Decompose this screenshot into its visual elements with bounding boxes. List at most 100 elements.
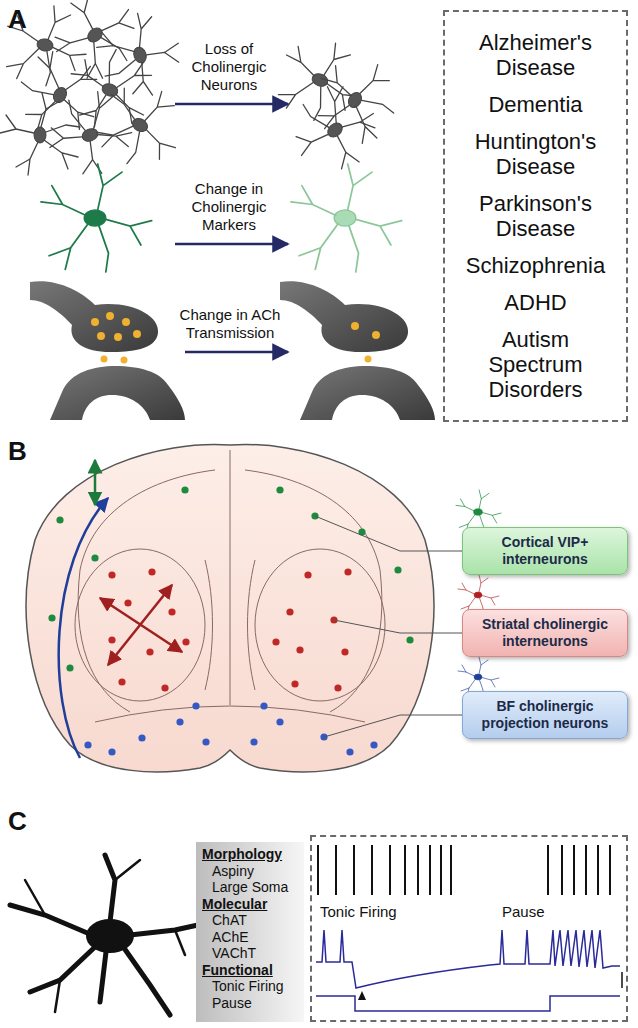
spike-raster xyxy=(389,845,391,895)
cell-dot xyxy=(108,571,115,578)
cholinergic-neuron xyxy=(25,880,45,915)
voltage-trace xyxy=(316,930,620,1011)
cell-dot xyxy=(56,516,63,523)
cell-dot xyxy=(192,702,199,709)
brain-section xyxy=(205,560,213,690)
faded-marker-neuron xyxy=(291,164,402,272)
property-heading: Morphology xyxy=(202,846,298,863)
disease-name: Huntington's Disease xyxy=(453,129,618,180)
property-box: MorphologyAspinyLarge SomaMolecularChATA… xyxy=(196,842,304,1022)
trace-label: Tonic Firing xyxy=(320,903,397,920)
cell-dot xyxy=(91,554,98,561)
property-item: Aspiny xyxy=(202,863,298,880)
property-item: Pause xyxy=(202,995,298,1012)
disease-name: Autism Spectrum Disorders xyxy=(453,327,618,403)
synapse xyxy=(91,312,141,364)
cell-dot xyxy=(108,636,115,643)
process-arrow xyxy=(185,351,288,354)
synapse xyxy=(30,281,158,352)
reduced-neuron-cluster xyxy=(269,29,373,132)
cell-dot xyxy=(260,702,267,709)
cell-dot xyxy=(334,684,341,691)
cell-dot xyxy=(341,648,348,655)
disease-name: Dementia xyxy=(488,92,582,117)
synapse xyxy=(30,281,185,420)
property-item: Tonic Firing xyxy=(202,978,298,995)
spike-raster xyxy=(585,845,587,895)
projection-arrow xyxy=(94,460,97,505)
arrow-label: Change in ACh Transmission xyxy=(168,306,292,342)
cholinergic-neuron xyxy=(25,860,185,1012)
spike-raster xyxy=(573,845,575,895)
reduced-synapse xyxy=(351,322,380,363)
cell-type-name: Cortical VIP+ interneurons xyxy=(471,534,619,568)
neuron-cluster xyxy=(39,0,153,91)
cholinergic-neuron xyxy=(86,919,134,953)
cell-dot xyxy=(394,566,401,573)
brain-section xyxy=(78,470,215,712)
synapse xyxy=(97,332,105,340)
marker-neuron xyxy=(41,164,152,272)
cell-type-box: Cortical VIP+ interneurons xyxy=(462,527,628,575)
property-item: Large Soma xyxy=(202,879,298,896)
brain-section xyxy=(248,560,256,690)
property-heading: Molecular xyxy=(202,896,298,913)
marker-neuron xyxy=(41,164,152,272)
synapse xyxy=(50,366,185,420)
cholinergic-neuron xyxy=(10,905,92,935)
cell-dot xyxy=(168,608,175,615)
cell-dot xyxy=(66,664,73,671)
reduced-synapse xyxy=(280,281,435,420)
cell-dot xyxy=(276,718,283,725)
disease-name: Parkinson's Disease xyxy=(453,191,618,242)
brain-section xyxy=(255,549,385,701)
leader-line xyxy=(315,516,462,551)
cholinergic-neuron xyxy=(55,980,60,1012)
spike-raster xyxy=(317,845,319,895)
spike-raster xyxy=(609,845,611,895)
neuron-cluster xyxy=(37,84,141,187)
spike-raster xyxy=(429,845,431,895)
brain-section xyxy=(95,706,365,722)
cell-dot xyxy=(48,486,413,755)
property-item: AChE xyxy=(202,929,298,946)
cell-type-box: Striatal cholinergic interneurons xyxy=(462,609,628,657)
disease-name: Schizophrenia xyxy=(466,253,605,278)
spike-raster xyxy=(561,845,563,895)
disease-name: ADHD xyxy=(504,290,566,315)
cell-dot xyxy=(161,684,168,691)
cholinergic-neuron xyxy=(10,855,198,1015)
cell-dot xyxy=(48,614,55,621)
cell-dot xyxy=(181,486,188,493)
leader-line xyxy=(324,715,462,737)
cell-dot xyxy=(202,738,209,745)
cholinergic-neuron xyxy=(130,925,198,935)
spike-raster xyxy=(335,845,337,895)
cell-dot xyxy=(304,571,311,578)
synapse xyxy=(91,318,99,326)
spike-raster xyxy=(353,845,355,895)
cell-dot xyxy=(182,638,189,645)
cholinergic-neuron xyxy=(30,946,96,992)
neuron-cluster xyxy=(0,0,196,187)
cholinergic-neuron xyxy=(175,930,185,955)
cell-dot xyxy=(291,680,298,687)
panel-letter: A xyxy=(8,4,38,35)
cell-dot xyxy=(124,599,131,606)
cholinergic-neuron xyxy=(105,855,115,922)
arrow-label: Change in Cholinergic Markers xyxy=(170,180,288,234)
cell-type-name: BF cholinergic projection neurons xyxy=(471,698,619,732)
cell-dot xyxy=(370,741,377,748)
disease-name: Alzheimer's Disease xyxy=(453,30,618,81)
arrow-label: Loss of Cholinergic Neurons xyxy=(170,40,288,94)
reduced-neuron-cluster xyxy=(277,74,391,188)
firing-pattern-box: Tonic FiringPause xyxy=(310,835,628,1022)
brain-section xyxy=(230,450,231,705)
cell-dot xyxy=(84,741,91,748)
projection-arrow xyxy=(59,498,108,758)
spike-raster xyxy=(371,845,373,895)
spike-raster xyxy=(440,845,442,895)
projection-arrow xyxy=(59,460,182,758)
